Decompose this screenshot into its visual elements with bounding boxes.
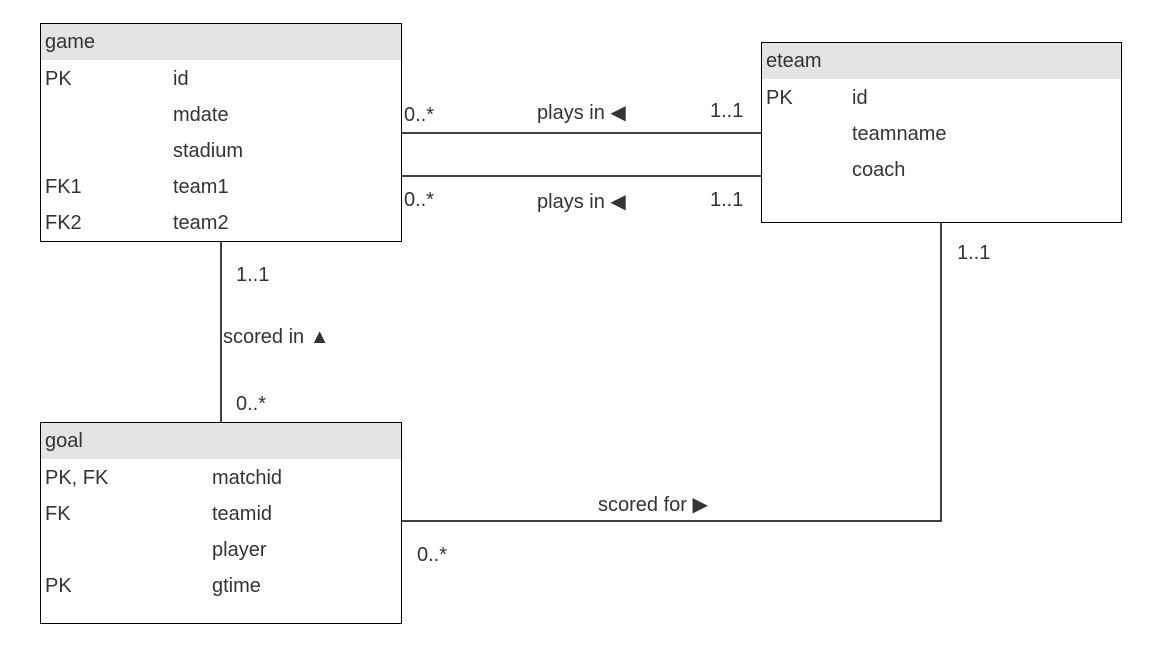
attribute-name: coach <box>852 159 906 181</box>
attribute-row: FK1 team1 <box>41 169 401 205</box>
attribute-row: PK id <box>41 61 401 97</box>
attribute-name: mdate <box>173 104 229 126</box>
attribute-key: PK, FK <box>45 467 109 489</box>
attribute-name: player <box>212 539 267 561</box>
attribute-row: PK id <box>762 80 1121 116</box>
attribute-row: FK teamid <box>41 496 401 532</box>
attribute-key: PK <box>45 575 72 597</box>
attribute-name: id <box>852 87 868 109</box>
attribute-key: FK2 <box>45 212 82 234</box>
scored-for-to-cardinality: 1..1 <box>957 242 991 264</box>
entity-goal[interactable]: goal PK, FK matchid FK teamid player PK … <box>40 422 402 624</box>
scored-for-line <box>401 222 942 522</box>
attribute-name: teamname <box>852 123 947 145</box>
attribute-row: teamname <box>762 116 1121 152</box>
plays-in-1-label[interactable]: plays in ◀ <box>537 102 626 124</box>
attribute-key: FK <box>45 503 71 525</box>
attribute-name: gtime <box>212 575 261 597</box>
attribute-name: id <box>173 68 189 90</box>
attribute-name: teamid <box>212 503 273 525</box>
attribute-name: stadium <box>173 140 244 162</box>
attribute-row: PK gtime <box>41 568 401 604</box>
scored-for-label[interactable]: scored for ▶ <box>598 494 708 516</box>
scored-in-from-cardinality: 1..1 <box>236 264 270 286</box>
attribute-row: coach <box>762 152 1121 188</box>
plays-in-2-from-cardinality: 0..* <box>404 189 435 211</box>
attribute-row: PK, FK matchid <box>41 460 401 496</box>
scored-for-from-cardinality: 0..* <box>417 544 448 566</box>
attribute-row: FK2 team2 <box>41 205 401 241</box>
plays-in-2-label[interactable]: plays in ◀ <box>537 191 626 213</box>
attribute-key: FK1 <box>45 176 82 198</box>
attribute-row: stadium <box>41 133 401 169</box>
attribute-name: team1 <box>173 176 229 198</box>
entity-game-title: game <box>41 24 401 60</box>
attribute-key: PK <box>45 68 72 90</box>
attribute-row: mdate <box>41 97 401 133</box>
attribute-name: matchid <box>212 467 283 489</box>
plays-in-1-to-cardinality: 1..1 <box>710 100 744 122</box>
entity-eteam-title: eteam <box>762 43 1121 79</box>
scored-in-label[interactable]: scored in ▲ <box>223 326 330 348</box>
entity-eteam[interactable]: eteam PK id teamname coach <box>761 42 1122 223</box>
attribute-key: PK <box>766 87 793 109</box>
plays-in-1-from-cardinality: 0..* <box>404 104 435 126</box>
entity-game[interactable]: game PK id mdate stadium FK1 team1 FK2 t… <box>40 23 402 242</box>
plays-in-2-to-cardinality: 1..1 <box>710 189 744 211</box>
entity-goal-title: goal <box>41 423 401 459</box>
attribute-row: player <box>41 532 401 568</box>
attribute-name: team2 <box>173 212 229 234</box>
scored-in-to-cardinality: 0..* <box>236 393 267 415</box>
